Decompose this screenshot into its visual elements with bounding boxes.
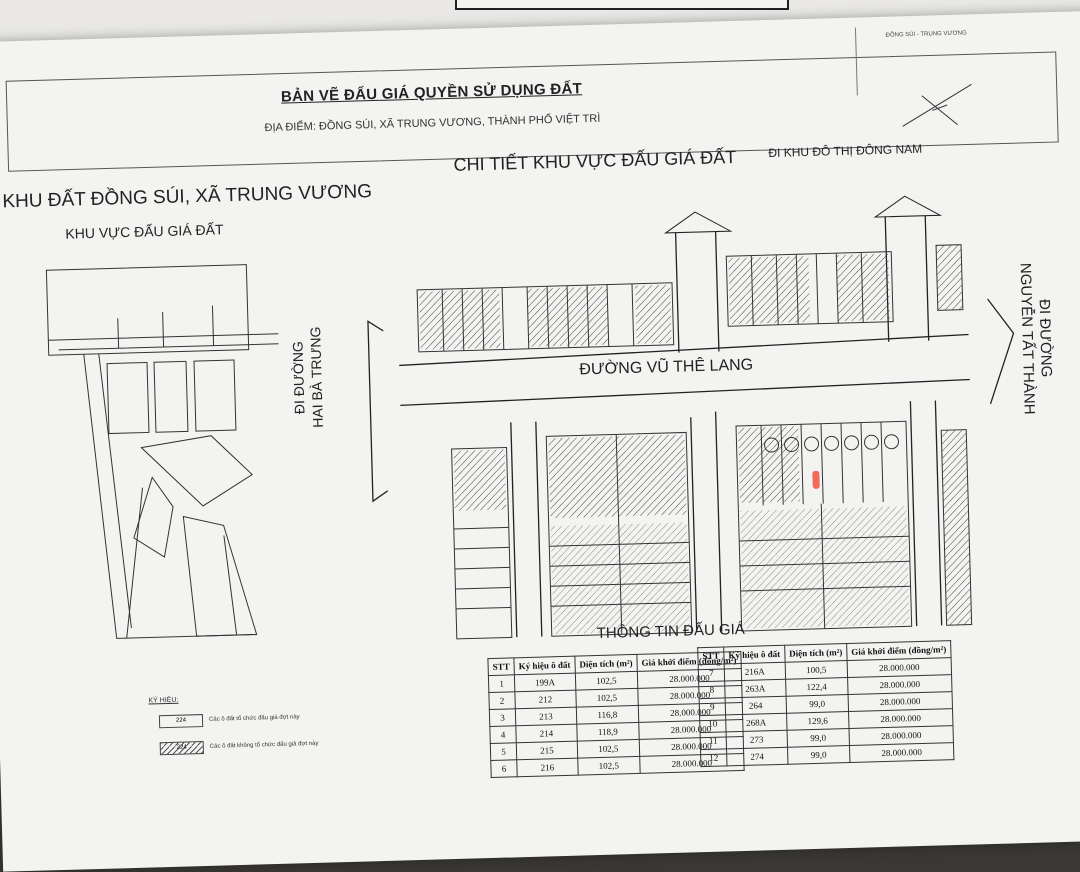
lot-block-top-right [725,244,964,327]
auction-table-right: STT Ký hiệu ô đất Diện tích (m²) Giá khở… [697,640,954,767]
north-arrows [663,195,943,234]
detail-roads [367,215,1015,638]
table-cell: 5 [490,742,517,761]
table-cell: 212 [514,690,577,709]
title-frame [5,51,1059,172]
table-cell: 4 [489,725,517,744]
table-cell: 28.000.000 [849,742,954,763]
map-drawing [5,51,1059,640]
table-cell: 3 [489,708,516,727]
table-cell: 102,5 [575,688,639,708]
table-cell: 2 [488,691,516,710]
north-box-text: ĐỒNG SÚI - TRUNG VƯƠNG [885,30,967,39]
auction-map-sheet: ĐỒNG SÚI - TRUNG VƯƠNG BẢN VẼ ĐẤU GIÁ QU… [0,11,1080,872]
legend-box-not-auctioned: 224 [159,741,204,756]
left-road-label: ĐI ĐƯỜNG HAI BÀ TRƯNG [288,326,327,428]
table-cell: 1 [488,674,515,693]
lot-block-right [735,420,913,632]
table-cell: 10 [699,714,727,733]
table-cell: 129,6 [786,711,849,731]
table-cell: 102,5 [577,739,640,759]
col-lot-code: Ký hiệu ô đất [723,645,785,664]
table-cell: 12 [700,748,728,767]
table-cell: 102,5 [577,756,641,776]
legend-box-auctioned: 224 [158,714,204,729]
lot-block-top-left [416,282,675,353]
table-cell: 216 [516,758,578,777]
table-cell: 199A [514,673,576,692]
table-cell: 214 [515,724,578,743]
background-paper-edge [455,0,789,10]
legend-title: KÝ HIỆU: [148,696,179,705]
lot-block-center [545,431,693,637]
lot-block-far-right [940,429,973,626]
col-area: Diện tích (m²) [784,643,848,663]
table-cell: 216A [724,662,786,681]
col-area: Diện tích (m²) [574,654,638,674]
table-cell: 99,0 [787,745,850,765]
lot-block-left-column [451,446,513,640]
col-stt: STT [697,646,725,665]
col-lot-code: Ký hiệu ô đất [513,656,576,675]
table-cell: 122,4 [785,677,849,697]
table-cell: 273 [726,730,788,749]
table-cell: 100,5 [784,660,848,680]
table-cell: 99,0 [785,694,849,714]
right-road-label: ĐI ĐƯỜNG NGUYỄN TẤT THÀNH [1016,262,1056,415]
table-cell: 9 [699,697,726,716]
table-cell: 268A [725,713,787,732]
table-cell: 263A [724,679,786,698]
table-cell: 118,9 [576,722,640,742]
table-cell: 11 [700,731,727,750]
table-cell: 213 [515,707,577,726]
col-stt: STT [487,657,515,676]
table-cell: 274 [726,747,788,766]
table-cell: 264 [725,696,787,715]
north-arrow-icon [902,83,972,127]
table-cell: 102,5 [575,671,638,691]
table-cell: 215 [516,741,578,760]
table-cell: 6 [490,759,518,778]
left-road-label-line2: HAI BÀ TRƯNG [307,326,326,428]
overview-map [45,264,279,639]
table-cell: 7 [698,663,725,682]
highlight-marker [812,470,820,489]
table-cell: 116,8 [576,705,639,725]
table-cell: 99,0 [786,728,850,748]
table-cell: 8 [698,680,726,699]
